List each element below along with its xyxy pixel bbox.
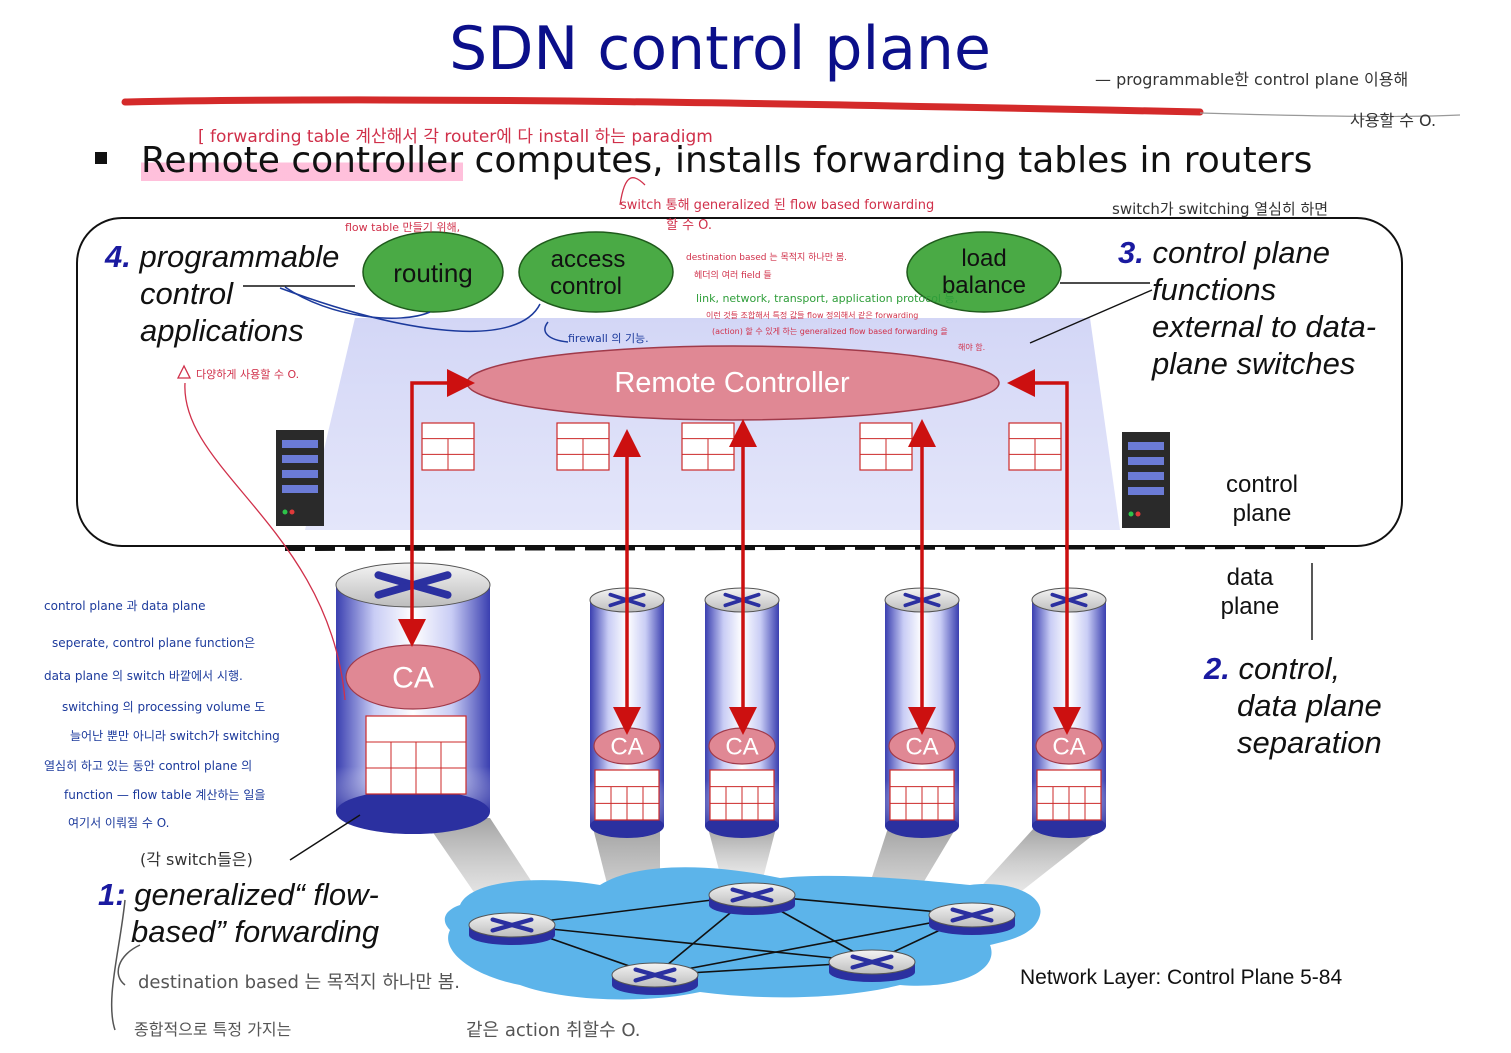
control-plane-label: control plane — [1212, 470, 1312, 528]
network-router — [928, 902, 1016, 935]
ca-label: CA — [1052, 733, 1085, 760]
ca-label: CA — [905, 733, 938, 760]
switches: CA CA CA CA CA — [335, 562, 1107, 838]
control-arrows — [398, 369, 1081, 735]
handnote-left-8: 여기서 이뤄질 수 O. — [68, 816, 170, 830]
handnote-dest-5: (action) 할 수 있게 하는 generalized flow base… — [712, 327, 948, 336]
label-1-number: 1: — [98, 877, 126, 912]
network-router — [708, 882, 796, 915]
app-load-label-1: load — [961, 245, 1006, 272]
control-plane-line-1: control — [1225, 471, 1299, 498]
handnote-each-switch: (각 switch들은) — [140, 850, 253, 869]
app-load-label-2: balance — [942, 272, 1026, 299]
label-2-line-2: data plane — [1237, 688, 1382, 723]
network-routers — [468, 882, 1016, 995]
handnote-left-3: data plane 의 switch 바깥에서 시행. — [44, 669, 243, 683]
flow-table — [681, 422, 735, 471]
label-programmable-apps: 4. programmable control applications — [105, 238, 339, 349]
label-4-number: 4. — [105, 239, 131, 274]
label-3-line-4: plane switches — [1152, 346, 1356, 381]
network-router — [828, 949, 916, 982]
handnote-left-6: 열심히 하고 있는 동안 control plane 의 — [44, 759, 253, 773]
label-3-number: 3. — [1118, 235, 1144, 270]
handnote-firewall: firewall 의 기능. — [568, 332, 649, 345]
switch[interactable]: CA — [589, 587, 665, 838]
bullet-marker — [95, 152, 107, 164]
server-icon-left — [276, 430, 324, 526]
label-2-number: 2. — [1204, 651, 1230, 686]
label-3-line-1: control plane — [1152, 235, 1330, 270]
app-load-balance[interactable] — [906, 231, 1062, 313]
flow-table — [421, 422, 475, 471]
ca-label: CA — [610, 733, 643, 760]
leader-lines — [243, 282, 1313, 861]
handnote-left-4: switching 의 processing volume 도 — [62, 700, 266, 714]
label-3-line-3: external to data- — [1152, 309, 1377, 344]
label-flow-forwarding: 1: generalized“ flow- based” forwarding — [98, 876, 379, 950]
handnote-flow-table: flow table 만들기 위해, — [345, 221, 461, 234]
controller-label: Remote Controller — [614, 367, 850, 399]
network-router — [611, 962, 699, 995]
handnote-dest-1: destination based 는 목적지 하나만 봄. — [686, 253, 847, 263]
handnote-dest-3: link, network, transport, application pr… — [696, 292, 959, 305]
label-4-line-2: control — [140, 276, 234, 311]
flow-table — [859, 422, 913, 471]
switch[interactable]: CA — [1031, 587, 1107, 838]
handnote-top-right-1: — programmable한 control plane 이용해 — [1095, 70, 1409, 89]
handnote-switch: switch 통해 generalized 된 flow based forwa… — [620, 198, 935, 213]
app-access-label-2: control — [550, 273, 622, 300]
label-2-line-3: separation — [1237, 725, 1382, 760]
label-2-line-1: control, — [1238, 651, 1341, 686]
label-4-line-3: applications — [140, 313, 304, 348]
bullet-highlight: Remote controller — [141, 140, 464, 181]
data-plane-line-1: data — [1226, 564, 1274, 591]
handnote-bottom-1: destination based 는 목적지 하나만 봄. — [138, 972, 460, 993]
ca-label: CA — [392, 662, 434, 695]
handnote-dest-2: 헤더의 여러 field 들 — [694, 271, 772, 281]
plane-separator — [284, 545, 1331, 551]
handnote-left-2: seperate, control plane function은 — [52, 636, 256, 650]
label-plane-separation: 2. control, data plane separation — [1204, 650, 1382, 761]
handnote-left-7: function — flow table 계산하는 일을 — [64, 788, 266, 802]
app-routing[interactable] — [362, 231, 504, 313]
handnote-switch-switching: switch가 switching 열심히 하면 — [1112, 200, 1329, 218]
network-router — [468, 912, 556, 945]
handnote-top-right-2: 사용할 수 O. — [1350, 111, 1437, 130]
label-external-functions: 3. control plane functions external to d… — [1118, 234, 1376, 382]
bullet-point: Remote controller computes, installs for… — [95, 140, 1312, 181]
handnote-dest-6: 해야 함. — [958, 343, 986, 352]
handnote-bottom-3: 같은 action 취할수 O. — [466, 1020, 641, 1041]
handnote-switch-2: 할 수 O. — [666, 218, 713, 233]
control-plane-line-2: plane — [1232, 500, 1292, 527]
handnote-bottom-2: 종합적으로 특정 가지는 — [134, 1020, 292, 1039]
data-plane-label: data plane — [1200, 563, 1300, 621]
ca-label: CA — [725, 733, 758, 760]
title-underline — [121, 96, 1204, 116]
label-1-line-1: generalized“ flow- — [134, 877, 379, 912]
handnote-various: 다양하게 사용할 수 O. — [196, 368, 300, 381]
data-plane-line-2: plane — [1220, 593, 1280, 620]
label-1-line-2: based” forwarding — [131, 914, 380, 949]
bullet-text: computes, installs forwarding tables in … — [463, 140, 1313, 181]
app-routing-label: routing — [393, 258, 473, 288]
page-title: SDN control plane — [449, 14, 991, 84]
handnote-left-5: 늘어난 뿐만 아니라 switch가 switching — [70, 729, 280, 743]
app-access-label-1: access — [551, 246, 626, 273]
footer: Network Layer: Control Plane 5-84 — [1020, 966, 1343, 989]
handnote-title: [ forwarding table 계산해서 각 router에 다 inst… — [198, 127, 713, 147]
server-icon-right — [1122, 432, 1170, 528]
handnote-left-1: control plane 과 data plane — [44, 599, 206, 613]
flow-table — [1008, 422, 1062, 471]
label-3-line-2: functions — [1152, 272, 1277, 307]
flow-table — [556, 422, 610, 471]
label-4-line-1: programmable — [139, 239, 340, 274]
handnote-dest-4: 이런 것들 조합해서 특정 값들 flow 정의해서 같은 forwarding — [706, 311, 919, 320]
app-access-control[interactable] — [518, 231, 674, 313]
